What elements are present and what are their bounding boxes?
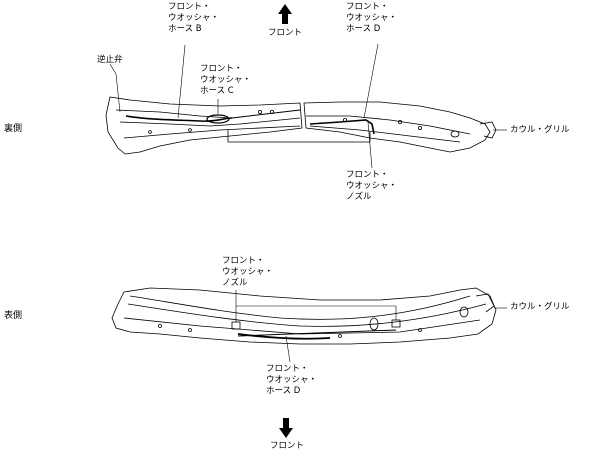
rear-side-label: 裏側 — [4, 124, 23, 134]
front-label-bottom: フロント — [270, 441, 305, 451]
cowl-grille-label-top: カウル・グリル — [510, 125, 570, 135]
front-arrow-up-icon — [278, 4, 292, 24]
cowl-grille-label-bottom: カウル・グリル — [510, 302, 570, 312]
check-valve-label: 逆止弁 — [97, 55, 123, 65]
hose-d-label-top: フロント・ ウオッシャ・ ホース D — [346, 2, 398, 34]
bottom-leader-lines — [235, 290, 507, 363]
hose-b-label: フロント・ ウオッシャ・ ホース B — [168, 2, 220, 34]
hose-c-label: フロント・ ウオッシャ・ ホース C — [200, 64, 252, 96]
nozzle-label-top: フロント・ ウオッシャ・ ノズル — [346, 170, 398, 202]
front-arrow-down-icon — [279, 418, 293, 438]
cowl-grille-rear-view — [105, 96, 497, 155]
cowl-grille-front-view — [111, 287, 497, 345]
hose-d-label-bottom: フロント・ ウオッシャ・ ホース D — [266, 364, 318, 396]
top-leader-lines — [109, 43, 507, 169]
front-label-top: フロント — [268, 28, 303, 38]
front-side-label: 表側 — [4, 311, 23, 321]
nozzle-label-bottom: フロント・ ウオッシャ・ ノズル — [222, 256, 274, 288]
